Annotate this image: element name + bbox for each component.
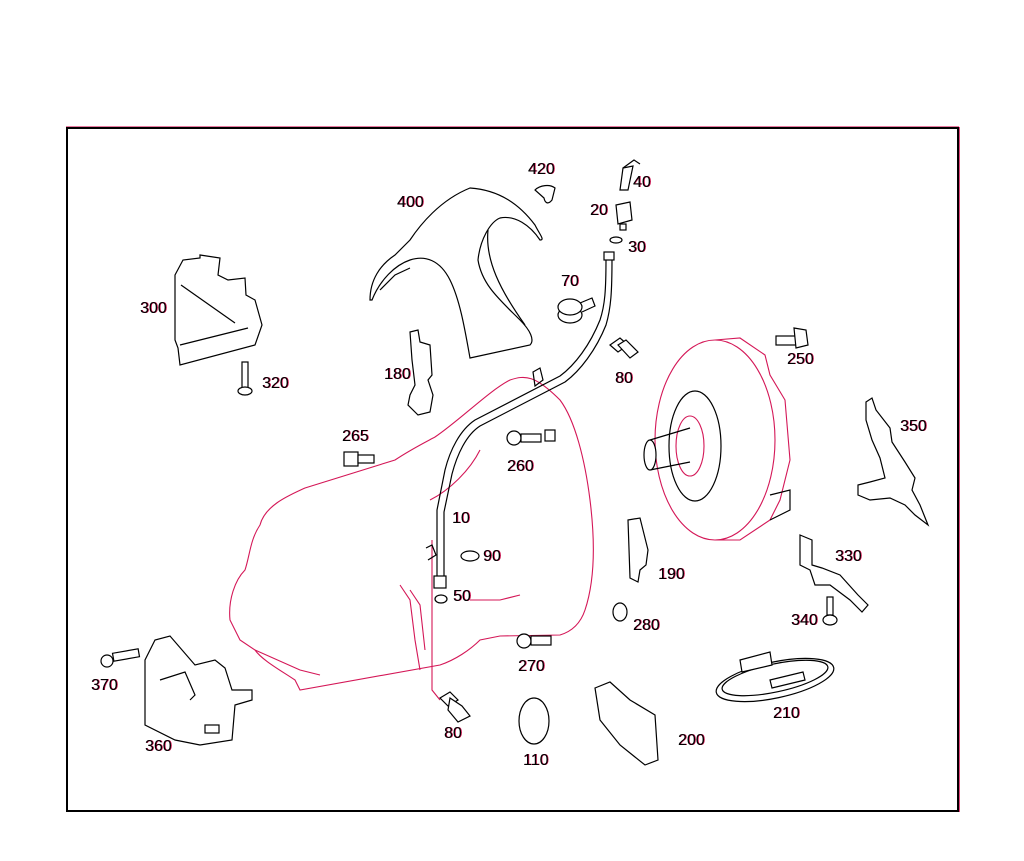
callout-420: 420 bbox=[528, 161, 555, 178]
callout-70: 70 bbox=[561, 273, 579, 290]
cover-210 bbox=[715, 651, 835, 703]
clip bbox=[534, 184, 556, 204]
bolt-265 bbox=[343, 451, 375, 467]
diagram-frame bbox=[66, 127, 959, 812]
torque-converter bbox=[643, 337, 791, 541]
bolt-370 bbox=[100, 648, 141, 668]
callout-300: 300 bbox=[140, 300, 167, 317]
cover-cap-110 bbox=[518, 697, 550, 745]
transmission-housing bbox=[229, 376, 594, 701]
cover-200 bbox=[594, 681, 659, 766]
callout-320: 320 bbox=[262, 375, 289, 392]
bolt-260 bbox=[506, 429, 556, 446]
bracket-350 bbox=[857, 397, 930, 527]
callout-265: 265 bbox=[342, 428, 369, 445]
cap-and-pin bbox=[609, 159, 641, 244]
nut-280 bbox=[612, 602, 628, 622]
dipstick-tube bbox=[425, 251, 615, 589]
callout-20: 20 bbox=[590, 202, 608, 219]
callout-370: 370 bbox=[91, 677, 118, 694]
callout-250: 250 bbox=[787, 351, 814, 368]
bolt-250 bbox=[775, 327, 809, 349]
transmission-mount-360 bbox=[144, 635, 253, 746]
callout-110: 110 bbox=[523, 752, 549, 769]
callout-50: 50 bbox=[453, 588, 471, 605]
callout-190: 190 bbox=[658, 566, 685, 583]
clamp bbox=[557, 297, 596, 324]
callout-180: 180 bbox=[384, 366, 411, 383]
bracket-330 bbox=[799, 534, 869, 613]
seal-90 bbox=[460, 550, 480, 562]
bracket-300 bbox=[174, 254, 263, 366]
callout-400: 400 bbox=[397, 194, 424, 211]
callout-30: 30 bbox=[628, 239, 646, 256]
callout-80-lower: 80 bbox=[444, 725, 462, 742]
callout-200: 200 bbox=[678, 732, 705, 749]
bracket-190 bbox=[627, 517, 649, 583]
bolt-80-lower bbox=[439, 691, 471, 723]
callout-260: 260 bbox=[507, 458, 534, 475]
callout-340: 340 bbox=[791, 612, 818, 629]
bolt-340 bbox=[822, 596, 838, 626]
bolt-270 bbox=[516, 633, 552, 649]
seal-50 bbox=[434, 594, 448, 604]
callout-80-upper: 80 bbox=[615, 370, 633, 387]
callout-330: 330 bbox=[835, 548, 862, 565]
callout-10: 10 bbox=[452, 510, 470, 527]
callout-270: 270 bbox=[518, 658, 545, 675]
callout-210: 210 bbox=[773, 705, 800, 722]
callout-280: 280 bbox=[633, 617, 660, 634]
heat-shield bbox=[369, 187, 543, 359]
callout-350: 350 bbox=[900, 418, 927, 435]
callout-90: 90 bbox=[483, 548, 501, 565]
bolt-320 bbox=[237, 361, 253, 396]
callout-360: 360 bbox=[145, 738, 172, 755]
bolt-80-upper bbox=[609, 337, 639, 359]
callout-40: 40 bbox=[633, 174, 651, 191]
bracket-180 bbox=[407, 329, 434, 416]
